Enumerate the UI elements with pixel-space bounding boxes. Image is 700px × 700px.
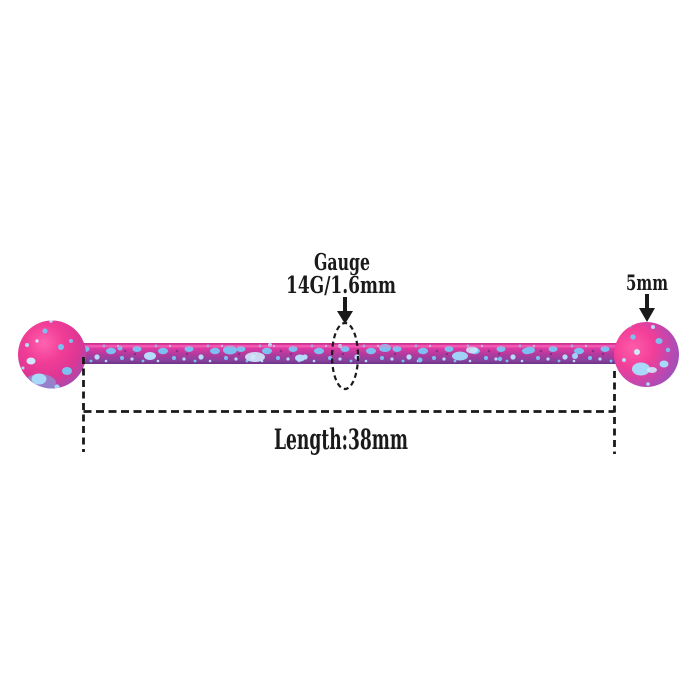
ball-size-label: 5mm bbox=[626, 270, 668, 295]
measurement-lines bbox=[82, 357, 616, 454]
barbell bbox=[18, 320, 679, 389]
barbell-ball-right bbox=[614, 322, 679, 387]
bar-splatter-texture bbox=[117, 343, 578, 363]
gauge-value-label: 14G/1.6mm bbox=[286, 272, 396, 299]
barbell-ball-left bbox=[18, 320, 86, 389]
gauge-arrow-down-icon bbox=[337, 297, 353, 324]
barbell-bar bbox=[76, 343, 620, 364]
gauge-title-label: Gauge bbox=[314, 249, 370, 276]
ball-right-splatter-texture bbox=[622, 324, 671, 386]
length-label: Length:38mm bbox=[274, 423, 408, 456]
ball-size-arrow-down-icon bbox=[639, 294, 655, 322]
